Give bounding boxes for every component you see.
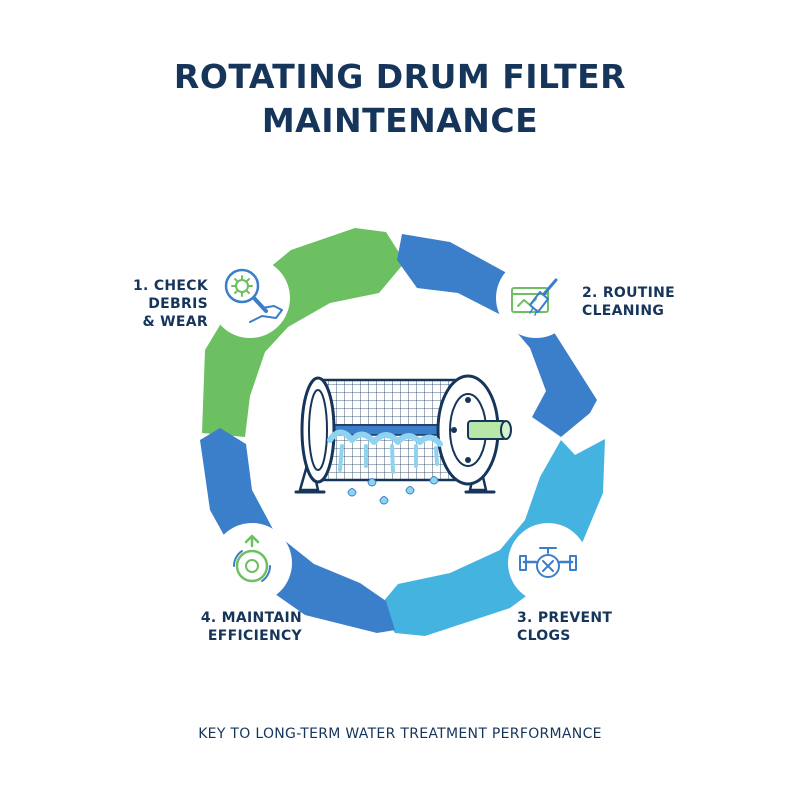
brush-screen-icon	[511, 278, 558, 316]
step-label-check-debris: 1. CHECK DEBRIS & WEAR	[132, 278, 208, 330]
magnifier-gear-icon	[224, 268, 283, 323]
cycle-arrow-cleaning	[397, 234, 597, 437]
cycle-arrow-efficiency	[200, 428, 395, 633]
cycle-arrow-check	[202, 228, 405, 437]
blocked-valve-icon	[519, 547, 577, 578]
icon-disc-check	[210, 258, 290, 338]
footer-tagline: KEY TO LONG-TERM WATER TREATMENT PERFORM…	[198, 726, 602, 742]
rotating-drum-filter-icon	[294, 374, 512, 505]
gear-arrows-icon	[232, 534, 272, 583]
title-line-1: ROTATING DRUM FILTER	[173, 57, 627, 96]
cycle-arrow-prevent	[378, 439, 605, 636]
page-title: ROTATING DRUM FILTER MAINTENANCE	[0, 55, 800, 143]
icon-disc-prevent	[508, 523, 588, 603]
title-line-2: MAINTENANCE	[261, 101, 539, 140]
step-label-routine-cleaning: 2. ROUTINE CLEANING	[582, 285, 676, 319]
icon-disc-efficiency	[212, 523, 292, 603]
step-label-maintain-efficiency: 4. MAINTAIN EFFICIENCY	[200, 610, 302, 644]
step-label-prevent-clogs: 3. PREVENT CLOGS	[517, 610, 613, 644]
